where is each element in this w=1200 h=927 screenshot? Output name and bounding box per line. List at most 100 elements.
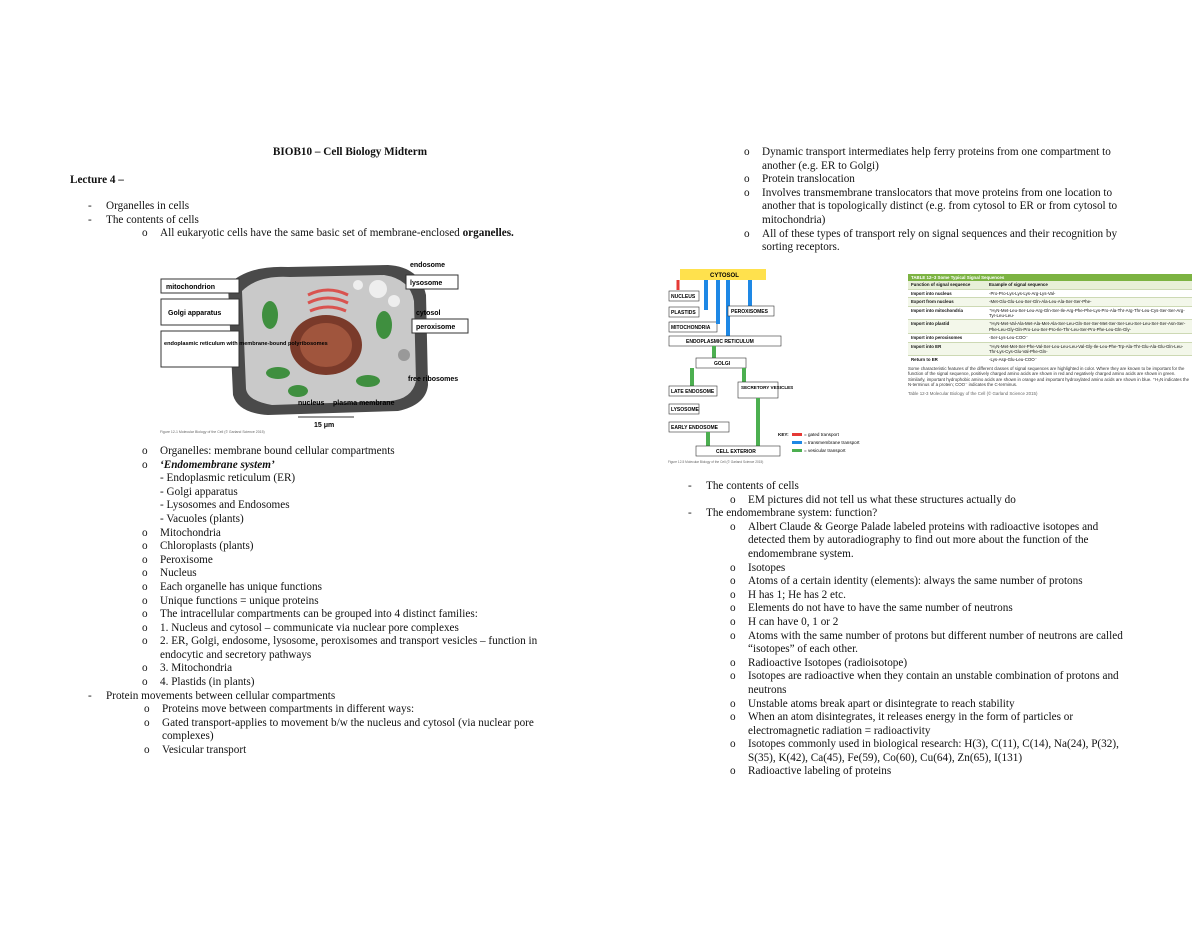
table-cell-sequence: ⁺H₃N-Met-Val-Ala-Met-Ala-Met-Ala-Ser-Leu…	[989, 321, 1186, 332]
table-row: Import into peroxisomes -Ser-Lys-Leu-COO⁻	[908, 333, 1192, 342]
table-cell-function: Import into plastid	[911, 321, 950, 327]
flow-secretory: SECRETORY VESICLES	[741, 385, 793, 390]
label-lysosome: lysosome	[410, 280, 442, 287]
flow-key-gated: = gated transport	[804, 432, 840, 437]
flow-mitochondria: MITOCHONDRIA	[671, 325, 711, 331]
table-row: Return to ER -Lys-Asp-Glu-Leu-COO⁻	[908, 355, 1192, 364]
document-title: BIOB10 – Cell Biology Midterm	[272, 146, 428, 158]
list-item: - Lysosomes and Endosomes	[160, 499, 290, 512]
figure-caption: Figure 12-1 Molecular Biology of the Cel…	[160, 430, 265, 434]
label-er: endoplasmic reticulum with membrane-boun…	[164, 341, 328, 347]
flow-er: ENDOPLASMIC RETICULUM	[686, 339, 754, 345]
list-item: - Vacuoles (plants)	[160, 512, 244, 525]
lecture-heading: Lecture 4 –	[70, 173, 124, 186]
list-item: -The endomembrane system: function?	[688, 507, 878, 520]
list-item: - Golgi apparatus	[160, 485, 238, 498]
list-item: -Organelles in cells	[70, 200, 600, 214]
signal-sequence-table: TABLE 12–3 Some Typical Signal Sequences…	[908, 274, 1192, 396]
table-footnote: Some characteristic features of the diff…	[908, 365, 1190, 388]
table-row: Import into ER ⁺H₃N-Met-Met-Ser-Phe-Val-S…	[908, 341, 1192, 356]
label-scale: 15 μm	[314, 422, 334, 429]
table-cell-function: Import into mitochondria	[911, 307, 963, 313]
table-row: Export from nucleus -Met-Glu-Glu-Leu-Ser-…	[908, 297, 1192, 306]
list-item: - Endoplasmic reticulum (ER)	[160, 472, 296, 485]
label-peroxisome: peroxisome	[416, 324, 455, 331]
flow-golgi: GOLGI	[714, 361, 731, 367]
flow-lysosome: LYSOSOME	[671, 407, 700, 413]
table-cell-sequence: -Pro-Pro-Lys-Lys-Lys-Arg-Lys-Val-	[989, 290, 1056, 296]
list-item: -Protein movements between cellular comp…	[88, 689, 336, 702]
left-column: BIOB10 – Cell Biology Midterm Lecture 4 …	[70, 146, 600, 758]
flow-nucleus: NUCLEUS	[671, 294, 696, 300]
label-endosome: endosome	[410, 262, 445, 269]
flow-key-vesicular: = vesicular transport	[804, 448, 846, 453]
table-cell-function: Import into nucleus	[911, 290, 952, 296]
flow-cytosol: CYTOSOL	[710, 273, 739, 279]
table-cell-function: Import into ER	[911, 343, 942, 349]
label-cytosol: cytosol	[416, 310, 441, 317]
dash-bullet: -	[88, 200, 92, 213]
label-golgi: Golgi apparatus	[168, 310, 221, 317]
table-caption: Table 12-3 Molecular Biology of the Cell…	[908, 390, 1038, 396]
flow-key: KEY:	[778, 432, 789, 437]
table-row: Import into mitochondria⁺H₃N-Met-Leu-Ser…	[908, 305, 1192, 320]
label-free-ribosomes: free ribosomes	[408, 376, 458, 383]
table-title: TABLE 12–3 Some Typical Signal Sequences	[908, 274, 1192, 282]
table-cell-function: Export from nucleus	[911, 299, 954, 305]
label-plasma-membrane: plasma membrane	[333, 400, 395, 407]
transport-flow-diagram: CYTOSOL NUCLEUS PLASTIDS MITOCHONDRIA PE…	[668, 269, 860, 464]
flow-late-endosome: LATE ENDOSOME	[671, 389, 715, 395]
flow-key-transmembrane: = transmembrane transport	[804, 440, 860, 445]
table-header-function: Function of signal sequence	[911, 282, 971, 288]
table-cell-sequence: ⁺H₃N-Met-Met-Ser-Phe-Val-Ser-Leu-Leu-Leu…	[989, 343, 1184, 355]
flow-caption: Figure 12-5 Molecular Biology of the Cel…	[668, 460, 763, 464]
table-header-example: Example of signal sequence	[989, 282, 1048, 288]
flow-early-endosome: EARLY ENDOSOME	[671, 425, 719, 431]
table-cell-function: Import into peroxisomes	[911, 335, 963, 341]
table-cell-function: Return to ER	[911, 357, 938, 363]
label-nucleus: nucleus	[298, 400, 325, 407]
list-item: o‘Endomembrane system’	[142, 458, 275, 471]
label-mitochondrion: mitochondrion	[166, 284, 215, 291]
list-item: -The contents of cells	[70, 214, 600, 228]
table-cell-sequence: -Ser-Lys-Leu-COO⁻	[989, 335, 1028, 341]
dash-bullet: -	[88, 213, 92, 226]
table-row: Import into nucleus -Pro-Pro-Lys-Lys-Lys-…	[908, 288, 1192, 298]
flow-plastids: PLASTIDS	[671, 310, 696, 316]
table-cell-sequence: -Lys-Asp-Glu-Leu-COO⁻	[989, 357, 1038, 363]
table-cell-sequence: -Met-Glu-Glu-Leu-Ser-Gln-Ala-Leu-Ala-Ser…	[989, 299, 1092, 305]
flow-cell-exterior: CELL EXTERIOR	[716, 449, 756, 455]
